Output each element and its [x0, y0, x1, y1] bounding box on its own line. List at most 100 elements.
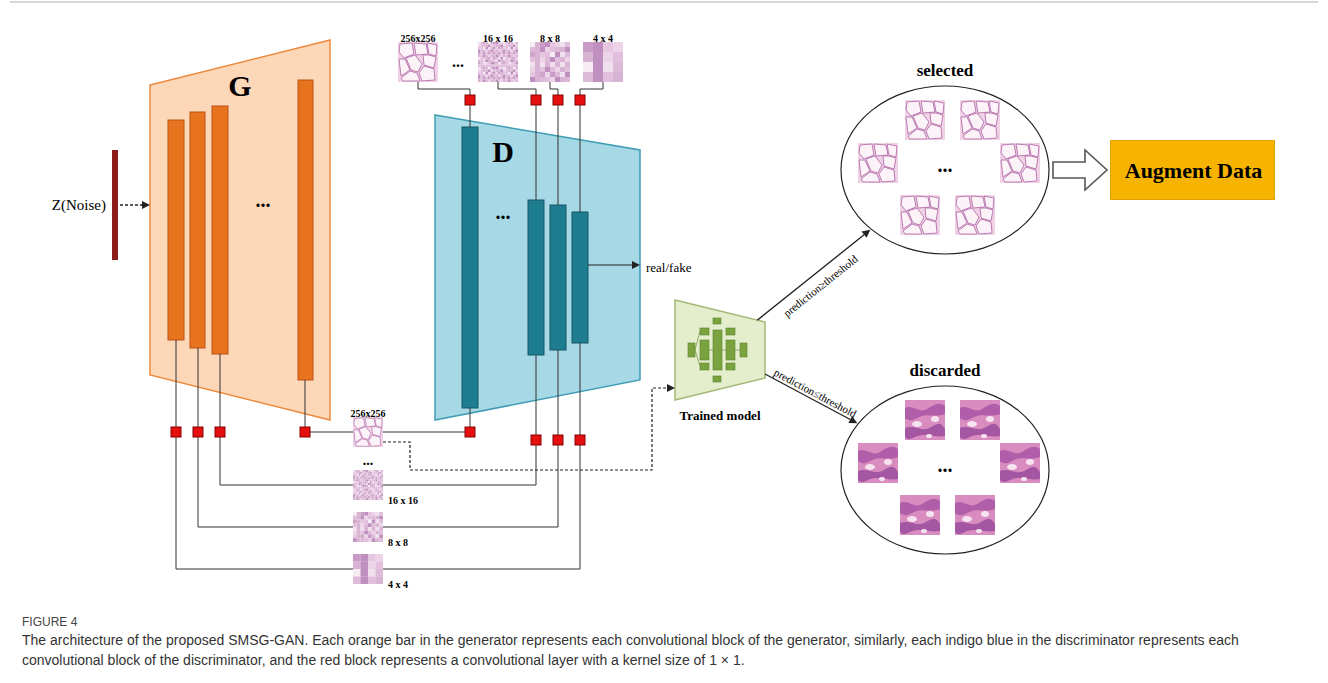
selected-set: selected...: [840, 85, 1050, 255]
wire: [580, 82, 603, 95]
conv-1x1: [531, 95, 541, 105]
net-block: [700, 328, 709, 335]
conv-block: [572, 212, 588, 343]
text-holder: 8 x 8: [540, 28, 560, 46]
wire: [176, 340, 177, 427]
output-arrow: [588, 264, 632, 265]
edge-label: prediction≤threshold: [772, 367, 859, 421]
ellipse: [841, 386, 1049, 554]
sample: [960, 100, 1000, 140]
sample: [905, 100, 945, 140]
net-block: [726, 363, 735, 370]
generated-images: [353, 417, 383, 584]
conv-1x1: [531, 435, 541, 445]
ellipsis: ...: [938, 154, 953, 177]
sample: [1000, 143, 1040, 183]
wire: [498, 82, 536, 95]
conv-1x1: [465, 427, 475, 437]
ellipsis: ...: [938, 454, 953, 477]
set-heading: discarded: [910, 361, 981, 381]
text-holder: 16 x 16: [483, 28, 513, 46]
model-label: Trained model: [679, 409, 760, 424]
wire: [580, 105, 581, 212]
conv-1x1: [215, 427, 225, 437]
conv-1x1: [575, 95, 585, 105]
image-256: [398, 42, 438, 82]
conv-1x1: [575, 435, 585, 445]
image-16: [478, 42, 518, 82]
ellipsis: ...: [452, 53, 464, 71]
net-block: [713, 318, 721, 324]
wire: [305, 380, 306, 427]
figure-caption: The architecture of the proposed SMSG-GA…: [22, 630, 1312, 670]
set-heading: selected: [917, 61, 974, 81]
connector-line: [757, 235, 864, 320]
connector-line: [120, 204, 142, 205]
sample: [955, 195, 995, 235]
wire: [470, 408, 471, 427]
conv-block: [168, 120, 184, 340]
ellipsis: ...: [496, 201, 511, 224]
text-holder: ...: [363, 451, 374, 469]
block-arrow: [1053, 150, 1107, 190]
noise-vector: [112, 150, 118, 260]
conv-1x1: [465, 95, 475, 105]
edge-label: prediction≥threshold: [781, 253, 860, 320]
wire: [550, 82, 558, 95]
conv-block: [190, 112, 205, 348]
wire: [418, 82, 470, 95]
shape-outline: [435, 115, 640, 420]
wire: [558, 350, 559, 435]
trained-model: Trained model: [675, 300, 765, 400]
size-label: 256x256: [351, 408, 386, 420]
text-holder: 256x256: [351, 403, 386, 421]
conv-1x1: [300, 427, 310, 437]
net-block: [740, 343, 747, 357]
size-label: 256x256: [401, 33, 436, 45]
trapezoid: [675, 300, 765, 400]
connector: [757, 230, 870, 320]
net-block: [700, 363, 709, 370]
sample: [960, 400, 1000, 440]
wire: [383, 432, 465, 433]
net-block: [713, 330, 722, 370]
text-holder: ...: [256, 189, 271, 212]
text-holder: ...: [938, 154, 953, 177]
real-images: [398, 42, 623, 82]
input-label: Z(Noise): [52, 197, 106, 214]
wire: [383, 445, 580, 569]
arrow-head: [667, 384, 675, 392]
text-holder: Trained model: [679, 406, 760, 424]
conv-1x1: [193, 427, 203, 437]
generator-letter: G: [228, 69, 251, 104]
size-label: 16 x 16: [483, 33, 513, 45]
text-holder: ...: [496, 201, 511, 224]
net-block: [726, 340, 735, 360]
text-holder: 4 x 4: [593, 28, 613, 46]
text-holder: prediction≥threshold: [779, 250, 862, 321]
trapezoid: [435, 115, 640, 420]
connector: [120, 201, 150, 209]
conv-block: [298, 80, 313, 380]
text-holder: 256x256: [401, 28, 436, 46]
wire: [383, 445, 536, 485]
image-8: [530, 42, 570, 82]
connector: [1053, 150, 1107, 190]
wire: [220, 437, 353, 485]
size-label: 4 x 4: [388, 579, 408, 591]
text-holder: Augment Data: [1125, 158, 1263, 183]
net-block: [688, 343, 695, 357]
image-256: [353, 417, 383, 447]
arrow-head: [862, 230, 871, 238]
trapezoid: [150, 40, 330, 420]
sample: [900, 195, 940, 235]
size-label: 4 x 4: [593, 33, 613, 45]
text-holder: FIGURE 4: [22, 612, 77, 630]
size-label: 16 x 16: [388, 495, 418, 507]
wire: [536, 355, 537, 435]
conv-block: [462, 127, 478, 408]
